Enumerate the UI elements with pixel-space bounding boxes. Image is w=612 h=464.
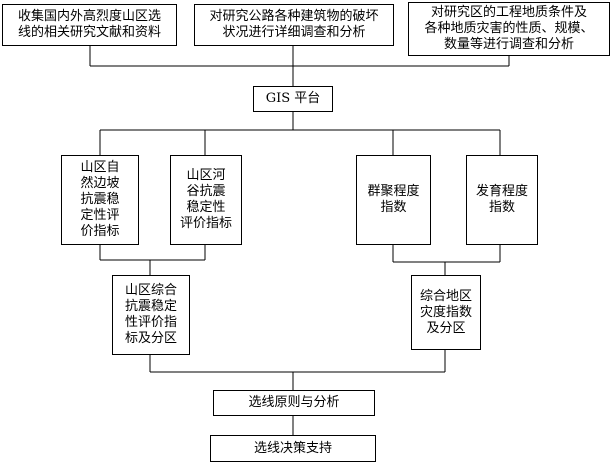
box-route-principle-text: 选线原则与分析 [248, 395, 340, 410]
box-collect-literature-text: 收集国内外高烈度山区选 线的相关研究文献和资料 [17, 9, 161, 40]
box-route-decision: 选线决策支持 [210, 435, 376, 462]
box-geology-survey-text: 对研究区的工程地质条件及 各种地质灾害的性质、规模、 数量等进行调查和分析 [424, 5, 594, 52]
box-route-principle: 选线原则与分析 [213, 390, 375, 416]
box-collect-literature: 收集国内外高烈度山区选 线的相关研究文献和资料 [2, 4, 177, 46]
box-damage-survey-text: 对研究公路各种建筑物的破坏 状况进行详细调查和分析 [209, 9, 379, 40]
box-develop-index-text: 发育程度 指数 [475, 184, 528, 215]
box-geology-survey: 对研究区的工程地质条件及 各种地质灾害的性质、规模、 数量等进行调查和分析 [408, 2, 610, 56]
box-slope-index-text: 山区自 然边坡 抗震稳 定性评 价指标 [80, 160, 120, 239]
box-damage-survey: 对研究公路各种建筑物的破坏 状况进行详细调查和分析 [194, 4, 394, 46]
box-valley-index: 山区河 谷抗震 稳定性 评价指标 [170, 155, 242, 245]
box-cluster-index-text: 群聚程度 指数 [367, 184, 420, 215]
box-gis-platform: GIS 平台 [253, 86, 333, 112]
box-cluster-index: 群聚程度 指数 [356, 155, 431, 245]
box-combined-stability: 山区综合 抗震稳定 性评价指 标及分区 [112, 275, 190, 355]
box-hazard-index: 综合地区 灾度指数 及分区 [411, 275, 481, 350]
box-combined-stability-text: 山区综合 抗震稳定 性评价指 标及分区 [124, 283, 177, 346]
box-valley-index-text: 山区河 谷抗震 稳定性 评价指标 [179, 168, 232, 231]
box-gis-platform-text: GIS 平台 [265, 91, 321, 106]
box-slope-index: 山区自 然边坡 抗震稳 定性评 价指标 [61, 155, 139, 245]
box-hazard-index-text: 综合地区 灾度指数 及分区 [419, 288, 472, 336]
box-route-decision-text: 选线决策支持 [253, 440, 332, 456]
box-develop-index: 发育程度 指数 [466, 155, 538, 245]
